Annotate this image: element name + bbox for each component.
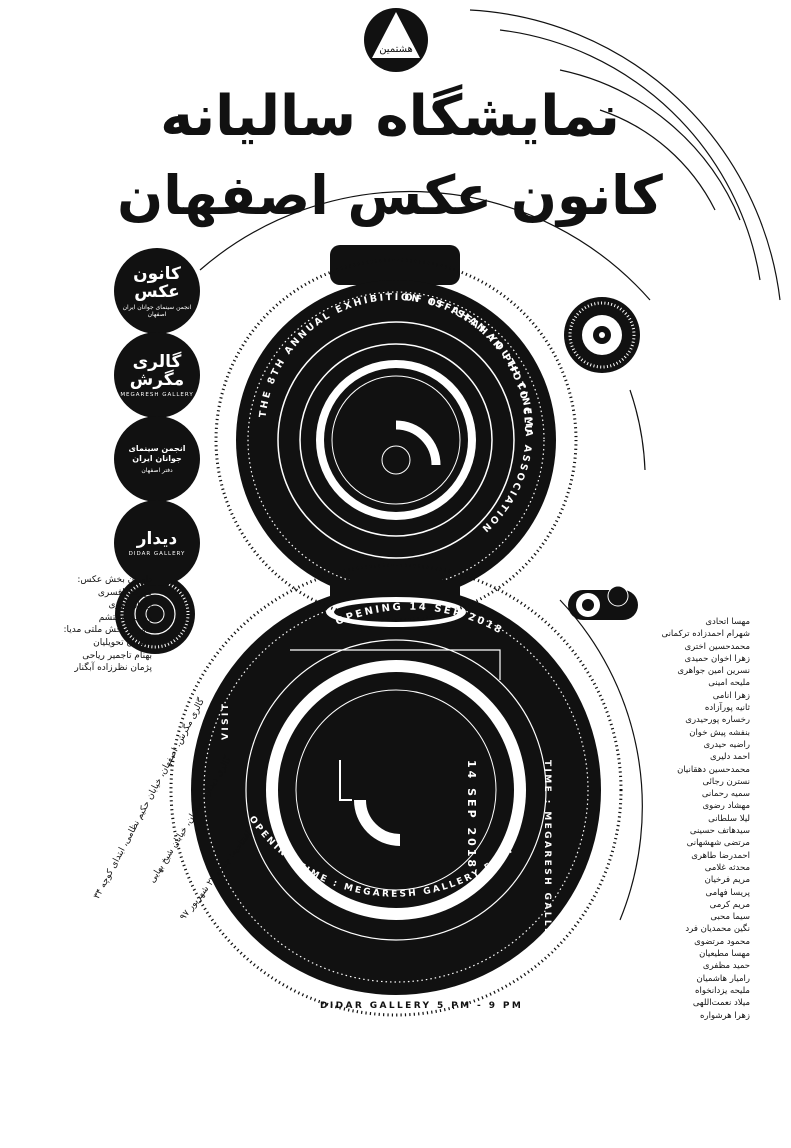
artist-name: سیما محبی bbox=[710, 912, 750, 923]
judges-list: داوران بخش عکس: مهرداد افسری زانیار بلور… bbox=[40, 574, 152, 675]
top-badge-text: هشتمین bbox=[379, 44, 413, 55]
artist-name: مریم فرخیان bbox=[704, 875, 750, 886]
title-line-2: کانون عکس اصفهان bbox=[117, 164, 664, 227]
artist-name: نسترن رجائی bbox=[702, 776, 750, 787]
visit-label: VISIT bbox=[221, 702, 231, 740]
artist-name: مهسا مطیعیان bbox=[699, 949, 750, 960]
judge-name: رومین محتشم bbox=[98, 612, 152, 623]
artist-name: محدثه غلامی bbox=[704, 862, 750, 873]
artist-name: مهشاد رضوی bbox=[702, 801, 751, 812]
judges-photo-heading: داوران بخش عکس: bbox=[77, 575, 152, 585]
artist-name: زهرا انامی bbox=[712, 690, 750, 701]
logo-latin: MEGARESH GALLERY bbox=[120, 391, 194, 398]
artist-name: محمود مرتضوی bbox=[694, 936, 750, 947]
artist-name: محمدحسین دهقانیان bbox=[677, 764, 750, 775]
artist-name: شهرام احمدزاده ترکمانی bbox=[661, 629, 750, 640]
artist-name: رخساره پورحیدری bbox=[685, 715, 750, 726]
artist-name: ملیحه امینی bbox=[708, 678, 750, 689]
logo-kanoon-aks: کانون عکس انجمن سینمای جوانان ایران اصفه… bbox=[114, 248, 200, 334]
visit-time-line: TIME : MEGARESH GALLERY 10 AM - 10 PM bbox=[542, 760, 552, 1064]
artist-name: مرتضی شهشهانی bbox=[686, 838, 750, 849]
right-knob-top bbox=[564, 297, 640, 373]
artist-name: احمدرضا طاهری bbox=[691, 850, 750, 861]
artist-name: پریسا فهامی bbox=[705, 887, 750, 898]
logo-subtitle: انجمن سینمای جوانان ایران اصفهان bbox=[122, 303, 192, 318]
artist-name: بنفشه پیش خوان bbox=[689, 727, 750, 738]
artist-name: زهرا اخوان حمیدی bbox=[684, 653, 750, 664]
camera-upper-body bbox=[236, 245, 556, 600]
artist-name: مهسا اتحادی bbox=[705, 617, 750, 627]
logo-title: گالری مگرش bbox=[129, 351, 185, 390]
judge-name: زانیار بلوری bbox=[108, 600, 152, 611]
artist-name: میلاد نعمت‌اللهی bbox=[692, 998, 750, 1009]
left-dial bbox=[115, 574, 195, 654]
artist-name: ثانیه پورآزاده bbox=[704, 703, 750, 714]
logo-title: کانون عکس bbox=[133, 263, 181, 302]
artist-name: لیلا سلطانی bbox=[708, 813, 750, 824]
logo-megaresh-gallery: گالری مگرش MEGARESH GALLERY bbox=[114, 332, 200, 418]
judge-name: احسان تحویلیان bbox=[93, 637, 152, 648]
title-line-1: نمایشگاه سالیانه bbox=[160, 84, 621, 149]
logo-latin: DIDAR GALLERY bbox=[128, 550, 186, 557]
artist-name: زهرا هرشواره bbox=[700, 1010, 750, 1021]
orbit-lines bbox=[199, 9, 781, 921]
camera-lower-body bbox=[191, 585, 601, 995]
judge-name: مهرداد افسری bbox=[97, 587, 152, 598]
artist-name: حمید مظفری bbox=[702, 961, 750, 972]
opening-date: 14 SEP 2018 bbox=[465, 760, 478, 871]
judges-multimedia-heading: داوران بخش ملتی مدیا: bbox=[63, 625, 152, 636]
logo-didar-gallery: دیدار DIDAR GALLERY bbox=[114, 500, 200, 586]
right-knob-bottom bbox=[568, 585, 638, 620]
logo-title: انجمن سینمای جوانان ایران bbox=[128, 444, 186, 463]
artist-name: سمیه رحمانی bbox=[701, 789, 750, 800]
artist-name: رامیار هاشمیان bbox=[696, 973, 751, 984]
artist-name: احمد دلیری bbox=[710, 752, 750, 763]
judge-name: بهنام تاجمیر ریاحی bbox=[82, 650, 152, 661]
artist-name: مریم کرمی bbox=[709, 899, 750, 910]
didar-gallery-line: DIDAR GALLERY 5 PM - 9 PM bbox=[320, 1001, 523, 1011]
artist-name: نگین محمدیان فرد bbox=[685, 924, 750, 935]
artist-name: سیدهاتف حسینی bbox=[689, 826, 750, 837]
artist-name: ملیحه یزدانخواه bbox=[695, 985, 750, 996]
logo-subtitle: دفتر اصفهان bbox=[141, 467, 173, 474]
artist-name: نسرین امین جواهری bbox=[677, 666, 750, 677]
artist-name: راضیه حیدری bbox=[703, 739, 750, 750]
artist-name: محمدحسین اختری bbox=[684, 641, 750, 652]
logo-title: دیدار bbox=[136, 528, 178, 549]
tick-ring bbox=[169, 258, 623, 1017]
logo-youth-cinema: انجمن سینمای جوانان ایران دفتر اصفهان bbox=[114, 416, 200, 502]
judge-name: پژمان نظرزاده آبگنار bbox=[74, 663, 152, 674]
